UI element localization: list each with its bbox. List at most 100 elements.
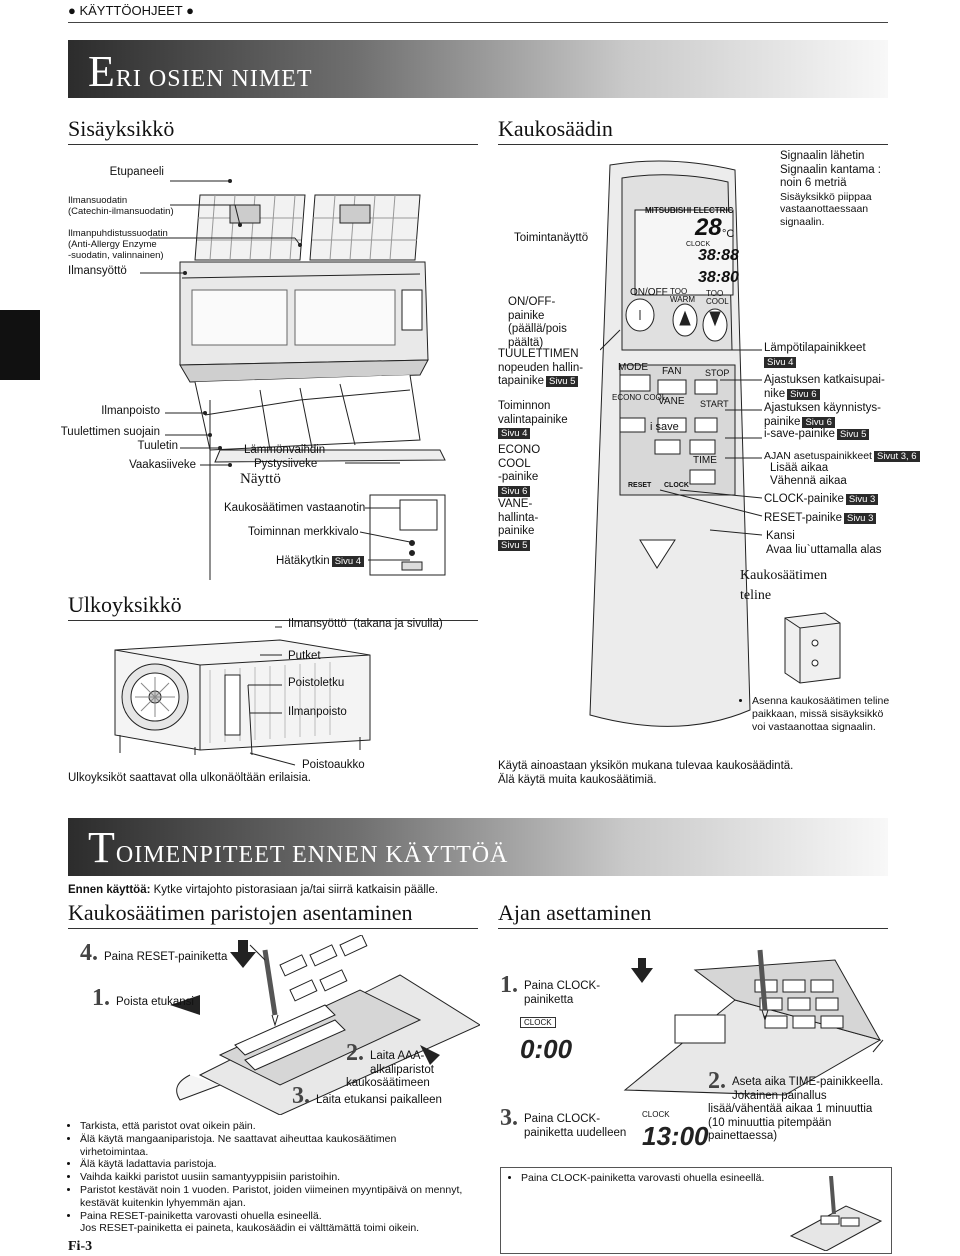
remote-note: Käytä ainoastaan yksikön mukana tulevaa … bbox=[498, 760, 793, 787]
battery-step-2: 2.Laita AAA-alkaliparistot kaukosäätimee… bbox=[346, 1040, 466, 1091]
banner-initial: E bbox=[88, 47, 116, 96]
arrow-down-icon bbox=[230, 940, 256, 968]
label-text: RESET-painike bbox=[764, 512, 842, 524]
battery-note-item: Vaihda kaikki paristot uusiin samantyypp… bbox=[80, 1171, 466, 1184]
page-ref-badge: Sivu 6 bbox=[498, 485, 531, 497]
page-ref-badge: Sivu 4 bbox=[764, 356, 797, 368]
step-text: Paina CLOCK-painiketta bbox=[524, 980, 601, 1006]
step-number: 1. bbox=[92, 985, 110, 1011]
too-warm-button-label[interactable]: TOO WARM bbox=[670, 287, 696, 304]
indoor-unit-body bbox=[179, 261, 429, 383]
label-fan-guard: Tuulettimen suojain bbox=[60, 426, 160, 438]
page-ref-badge: Sivu 6 bbox=[787, 388, 820, 400]
holder-heading: Kaukosäätimen teline bbox=[740, 566, 827, 606]
remote-drawing bbox=[589, 160, 751, 727]
fan-button-label[interactable]: FAN bbox=[662, 366, 682, 377]
label-line: (Anti-Allergy Enzyme bbox=[68, 239, 157, 250]
before-use-note: Ennen käyttöä: Kytke virtajohto pistoras… bbox=[68, 884, 438, 898]
label-line: hallinta- bbox=[498, 511, 539, 524]
page-ref-badge: Sivu 3 bbox=[845, 494, 879, 505]
page-ref-badge: Sivu 5 bbox=[498, 539, 531, 551]
label-signal-transmitter: Signaalin lähetin Signaalin kantama : no… bbox=[780, 150, 890, 228]
reset-button-label[interactable]: RESET bbox=[628, 482, 652, 489]
label-line: COOL bbox=[498, 457, 531, 470]
time-step-3: 3.Paina CLOCK-painiketta uudelleen bbox=[500, 1105, 630, 1140]
page-ref-badge: Sivu 5 bbox=[546, 376, 579, 387]
label-temp-buttons: Lämpötilapainikkeet Sivu 4 bbox=[764, 342, 866, 369]
battery-note-item: Älä käytä ladattavia paristoja. bbox=[80, 1158, 466, 1171]
label-line: vastaanottaessaan bbox=[780, 203, 869, 215]
lcd-clock-time: 13:00 bbox=[642, 1121, 709, 1151]
display-panel-drawing bbox=[369, 494, 446, 576]
banner-title: OIMENPITEET ENNEN KÄYTTÖÄ bbox=[115, 842, 509, 868]
label-line: signaalin. bbox=[780, 215, 825, 228]
label-outdoor-air-intake: Ilmansyöttö (takana ja sivulla) bbox=[288, 618, 443, 632]
label-econo-button: ECONO COOL -painike Sivu 6 bbox=[498, 444, 540, 498]
label-line: painike bbox=[764, 415, 801, 428]
label-line: Avaa liu`uttamalla alas bbox=[766, 543, 882, 556]
label-line: valintapainike bbox=[498, 413, 568, 426]
page-number: Fi-3 bbox=[68, 1239, 93, 1254]
label-drain-outlet: Poistoaukko bbox=[302, 759, 365, 771]
remote-leader-lines bbox=[600, 329, 763, 536]
start-button-label[interactable]: START bbox=[700, 399, 729, 409]
battery-step-1: 1.Poista etukansi bbox=[92, 985, 194, 1012]
label-line: (Catechin-ilmansuodatin) bbox=[68, 206, 174, 217]
indoor-unit-heading: Sisäyksikkö bbox=[68, 116, 175, 141]
step-text: Laita AAA-alkaliparistot kaukosäätimeen bbox=[346, 1050, 434, 1089]
time-button-label[interactable]: TIME bbox=[693, 455, 717, 466]
label-cover: Kansi Avaa liu`uttamalla alas bbox=[766, 530, 882, 557]
label-line: Signaalin lähetin bbox=[780, 150, 865, 162]
arrow-down-icon bbox=[631, 958, 653, 983]
vane-button-label[interactable]: VANE bbox=[658, 396, 685, 407]
remote-holder-drawing bbox=[784, 612, 841, 684]
lcd-time1: 38:88 bbox=[698, 247, 739, 264]
label-remote-receiver: Kaukosäätimen vastaanotin bbox=[224, 502, 366, 514]
clock-button-label[interactable]: CLOCK bbox=[664, 482, 689, 489]
chapter-tab bbox=[0, 310, 40, 380]
remote-heading: Kaukosäädin bbox=[498, 116, 613, 141]
label-line: -painike bbox=[498, 471, 539, 483]
label-air-outlet: Ilmanpoisto bbox=[101, 405, 160, 417]
econo-button-label[interactable]: ECONO COOL bbox=[612, 393, 667, 402]
before-use-bold: Ennen käyttöä: bbox=[68, 884, 151, 896]
label-line: painike bbox=[498, 525, 535, 537]
label-line: Ilmansuodatin bbox=[68, 195, 128, 206]
label-front-panel: Etupaneeli bbox=[109, 166, 164, 178]
label-text: AJAN asetuspainikkeet bbox=[764, 450, 872, 462]
label-line: painike bbox=[508, 309, 545, 322]
stop-button-label[interactable]: STOP bbox=[705, 368, 730, 378]
button-press-drawing bbox=[789, 1176, 883, 1251]
remote-note-line: Älä käytä muita kaukosäätimiä. bbox=[498, 773, 657, 786]
clock-setting-drawing bbox=[623, 949, 884, 1096]
label-drain-hose: Poistoletku bbox=[288, 677, 345, 689]
isave-button-label[interactable]: i save bbox=[650, 421, 679, 433]
step-number: 2. bbox=[708, 1068, 726, 1094]
label-pipes: Putket bbox=[288, 650, 321, 662]
before-use-text: Kytke virtajohto pistorasiaan ja/tai sii… bbox=[150, 884, 439, 896]
label-line: TUULETTIMEN bbox=[498, 348, 579, 360]
section-banner-part-names: ERI OSIEN NIMET bbox=[68, 40, 888, 98]
lcd-clock-set: CLOCK 13:00 bbox=[642, 1110, 722, 1165]
lcd-clock-blank: CLOCK 0:00 bbox=[520, 1012, 600, 1067]
page-ref-badge: Sivu 6 bbox=[802, 416, 835, 428]
label-line: noin 6 metriä bbox=[780, 177, 847, 189]
mode-button-label[interactable]: MODE bbox=[618, 362, 648, 373]
label-line: Signaalin kantama : bbox=[780, 163, 882, 176]
label-line: -suodatin, valinnainen) bbox=[68, 250, 164, 261]
onoff-button-label[interactable]: ON/OFF bbox=[630, 287, 668, 298]
label-air-intake: Ilmansyöttö bbox=[68, 265, 127, 277]
holder-note: Asenna kaukosäätimen teline paikkaan, mi… bbox=[740, 695, 890, 733]
remote-rule bbox=[498, 144, 888, 145]
too-cool-button-label[interactable]: TOO COOL bbox=[706, 289, 729, 306]
section-banner-before-use: TOIMENPITEET ENNEN KÄYTTÖÄ bbox=[68, 818, 888, 876]
time-step-2: 2.Aseta aika TIME-painikkeella. Jokainen… bbox=[708, 1068, 888, 1144]
label-line: ON/OFF- bbox=[508, 296, 556, 308]
page-ref-badge: Sivu 3 bbox=[843, 513, 877, 524]
label-line: (päällä/pois bbox=[508, 323, 567, 335]
time-setting-heading: Ajan asettaminen bbox=[498, 900, 652, 925]
